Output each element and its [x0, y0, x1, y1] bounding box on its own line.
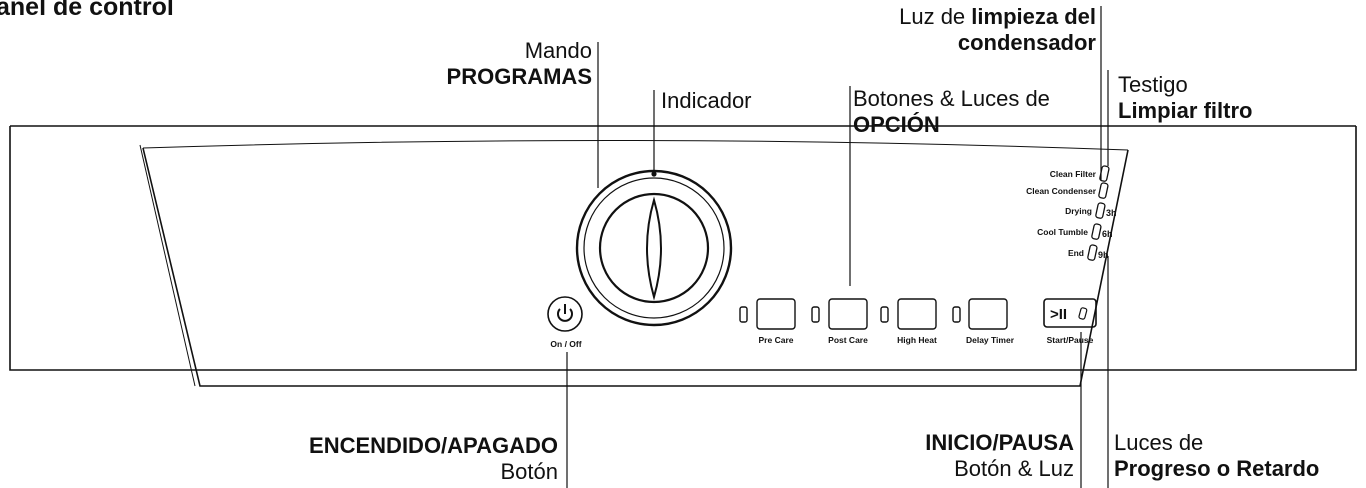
start-pause-symbol: >II — [1050, 306, 1067, 323]
panel-outline — [9, 126, 1357, 371]
start-pause-label: Start/Pause — [1047, 335, 1094, 345]
option-label-delay-timer: Delay Timer — [966, 335, 1015, 345]
indicator-label-end: End — [1068, 248, 1084, 258]
panel-face — [142, 147, 1129, 387]
callout-filtro-line1: Testigo — [1118, 72, 1188, 97]
callout-encendido-line1: ENCENDIDO/APAGADO — [309, 433, 558, 458]
option-label-high-heat: High Heat — [897, 335, 937, 345]
start-pause-button — [1043, 298, 1097, 328]
callout-encendido-line2: Botón — [500, 459, 559, 484]
callout-opcion-line1: Botones & Luces de — [853, 86, 1050, 111]
callout-condensador-line2: condensador — [957, 30, 1096, 55]
power-button-ring — [547, 296, 583, 332]
panel-face-top — [142, 139, 1129, 151]
start-pause-light — [1078, 307, 1088, 320]
callout-condensador: Luz de limpieza del condensador — [899, 4, 1096, 56]
callout-inicio-line1: INICIO/PAUSA — [925, 430, 1074, 455]
callout-progreso-line1: Luces de — [1114, 430, 1204, 455]
callout-opcion-line2: OPCIÓN — [853, 112, 940, 137]
option-button-pre-care — [739, 298, 796, 330]
callout-inicio-line2: Botón & Luz — [954, 456, 1074, 481]
hour-label-9h: 9h — [1098, 250, 1109, 260]
panel-face-left-edge — [139, 144, 196, 387]
led-cool-tumble — [1091, 223, 1102, 240]
page-title: anel de control — [0, 0, 174, 21]
led-clean-filter — [1099, 165, 1110, 182]
callout-encendido: ENCENDIDO/APAGADO Botón — [309, 433, 558, 485]
callout-condensador-line1: Luz de limpieza del — [899, 4, 1096, 30]
power-icon — [557, 304, 573, 322]
power-label: On / Off — [550, 339, 581, 349]
indicator-dot — [651, 171, 657, 177]
option-label-pre-care: Pre Care — [759, 335, 794, 345]
callout-condensador-prefix: Luz de — [899, 4, 972, 29]
callout-progreso: Luces de Progreso o Retardo — [1114, 430, 1319, 482]
option-button-delay-timer — [952, 298, 1008, 330]
callout-progreso-line2: Progreso o Retardo — [1114, 456, 1320, 481]
indicator-label-clean-condenser: Clean Condenser — [1026, 186, 1097, 196]
callout-programas: Mando PROGRAMAS — [447, 38, 592, 90]
callout-filtro: Testigo Limpiar filtro — [1118, 72, 1252, 124]
callout-programas-line1: Mando — [524, 38, 592, 63]
option-button-high-heat — [880, 298, 937, 330]
led-end — [1087, 244, 1098, 261]
indicator-label-clean-filter: Clean Filter — [1050, 169, 1097, 179]
callout-inicio: INICIO/PAUSA Botón & Luz — [925, 430, 1074, 482]
hour-label-6h: 6h — [1102, 229, 1113, 239]
option-label-post-care: Post Care — [828, 335, 868, 345]
indicator-label-cool-tumble: Cool Tumble — [1037, 227, 1088, 237]
callout-condensador-bold: limpieza del — [971, 4, 1096, 29]
programs-dial-grip — [646, 196, 662, 301]
option-button-post-care — [811, 298, 868, 330]
callout-filtro-line2: Limpiar filtro — [1118, 98, 1253, 123]
hour-label-3h: 3h — [1106, 208, 1117, 218]
callout-programas-line2: PROGRAMAS — [446, 64, 592, 89]
callout-opcion: Botones & Luces de OPCIÓN — [853, 86, 1050, 138]
indicator-label-drying: Drying — [1065, 206, 1092, 216]
programs-dial-ring-inner — [583, 177, 725, 319]
callout-indicador: Indicador — [661, 88, 752, 113]
led-drying — [1095, 202, 1106, 219]
led-clean-condenser — [1098, 182, 1109, 199]
programs-dial-knob — [598, 192, 710, 304]
